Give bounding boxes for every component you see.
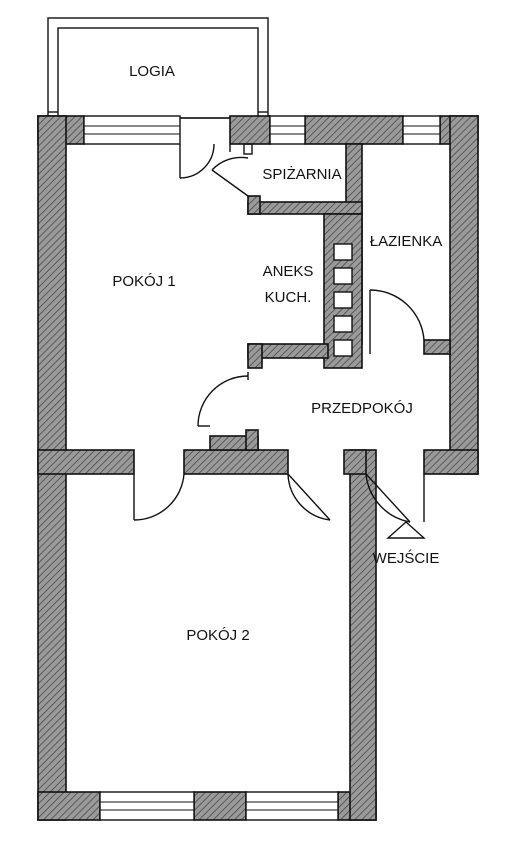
label-przedpokoj: PRZEDPOKÓJ bbox=[311, 400, 413, 417]
outer-walls bbox=[37, 115, 479, 821]
label-pokoj-2: POKÓJ 2 bbox=[186, 627, 249, 644]
label-aneks-line2: KUCH. bbox=[265, 289, 312, 306]
doors bbox=[133, 143, 425, 523]
entrance-arrow-icon bbox=[386, 521, 426, 539]
label-logia: LOGIA bbox=[129, 63, 175, 80]
label-spizarnia: SPIŻARNIA bbox=[262, 165, 341, 183]
windows bbox=[83, 115, 441, 821]
label-pokoj-1: POKÓJ 1 bbox=[112, 273, 175, 290]
ventilation-ducts bbox=[333, 243, 353, 357]
label-entrance: WEJŚCIE bbox=[373, 549, 440, 567]
label-lazienka: ŁAZIENKA bbox=[370, 233, 443, 250]
label-aneks-line1: ANEKS bbox=[263, 263, 314, 280]
